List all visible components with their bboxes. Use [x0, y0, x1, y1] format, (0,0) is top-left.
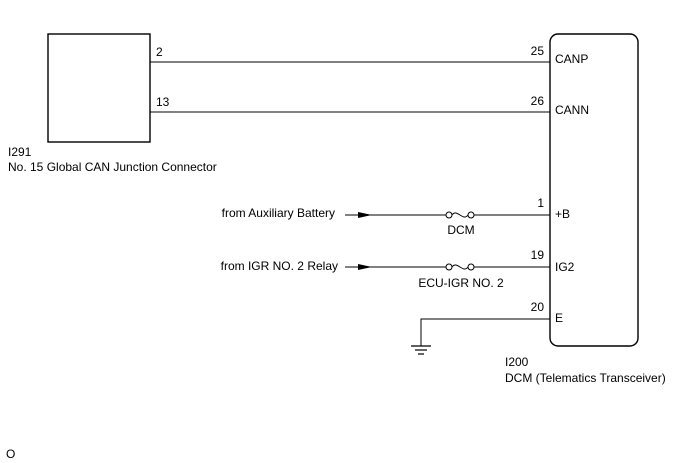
footer-mark: O	[6, 447, 15, 461]
dcm-name: DCM (Telematics Transceiver)	[505, 371, 666, 385]
dcm-pin-19: 19	[531, 248, 545, 262]
dcm-box	[549, 33, 639, 347]
dcm-label-ig2: IG2	[555, 260, 575, 274]
ground-wire	[420, 318, 550, 346]
dcm-code: I200	[505, 355, 529, 369]
dcm-pin-1: 1	[537, 196, 544, 210]
i291-pin-2: 2	[156, 45, 163, 59]
ground-icon	[411, 345, 431, 355]
ecu-igr-fuse-icon	[445, 263, 475, 271]
dcm-label-plus-b: +B	[555, 207, 570, 221]
dcm-fuse-icon	[445, 211, 475, 219]
dcm-pin-20: 20	[531, 300, 545, 314]
i291-code: I291	[8, 145, 32, 159]
dcm-pin-25: 25	[531, 44, 545, 58]
igr-relay-source: from IGR NO. 2 Relay	[221, 259, 338, 273]
i291-connector-box	[47, 33, 151, 143]
i291-name: No. 15 Global CAN Junction Connector	[8, 160, 217, 174]
fuse-dcm-label: DCM	[447, 223, 474, 237]
aux-battery-source: from Auxiliary Battery	[222, 206, 335, 220]
fuse-ecu-igr-label: ECU-IGR NO. 2	[418, 276, 504, 290]
dcm-pin-26: 26	[531, 94, 545, 108]
dcm-label-cann: CANN	[555, 103, 589, 117]
dcm-label-e: E	[555, 311, 563, 325]
i291-pin-13: 13	[156, 95, 170, 109]
dcm-label-canp: CANP	[555, 52, 588, 66]
